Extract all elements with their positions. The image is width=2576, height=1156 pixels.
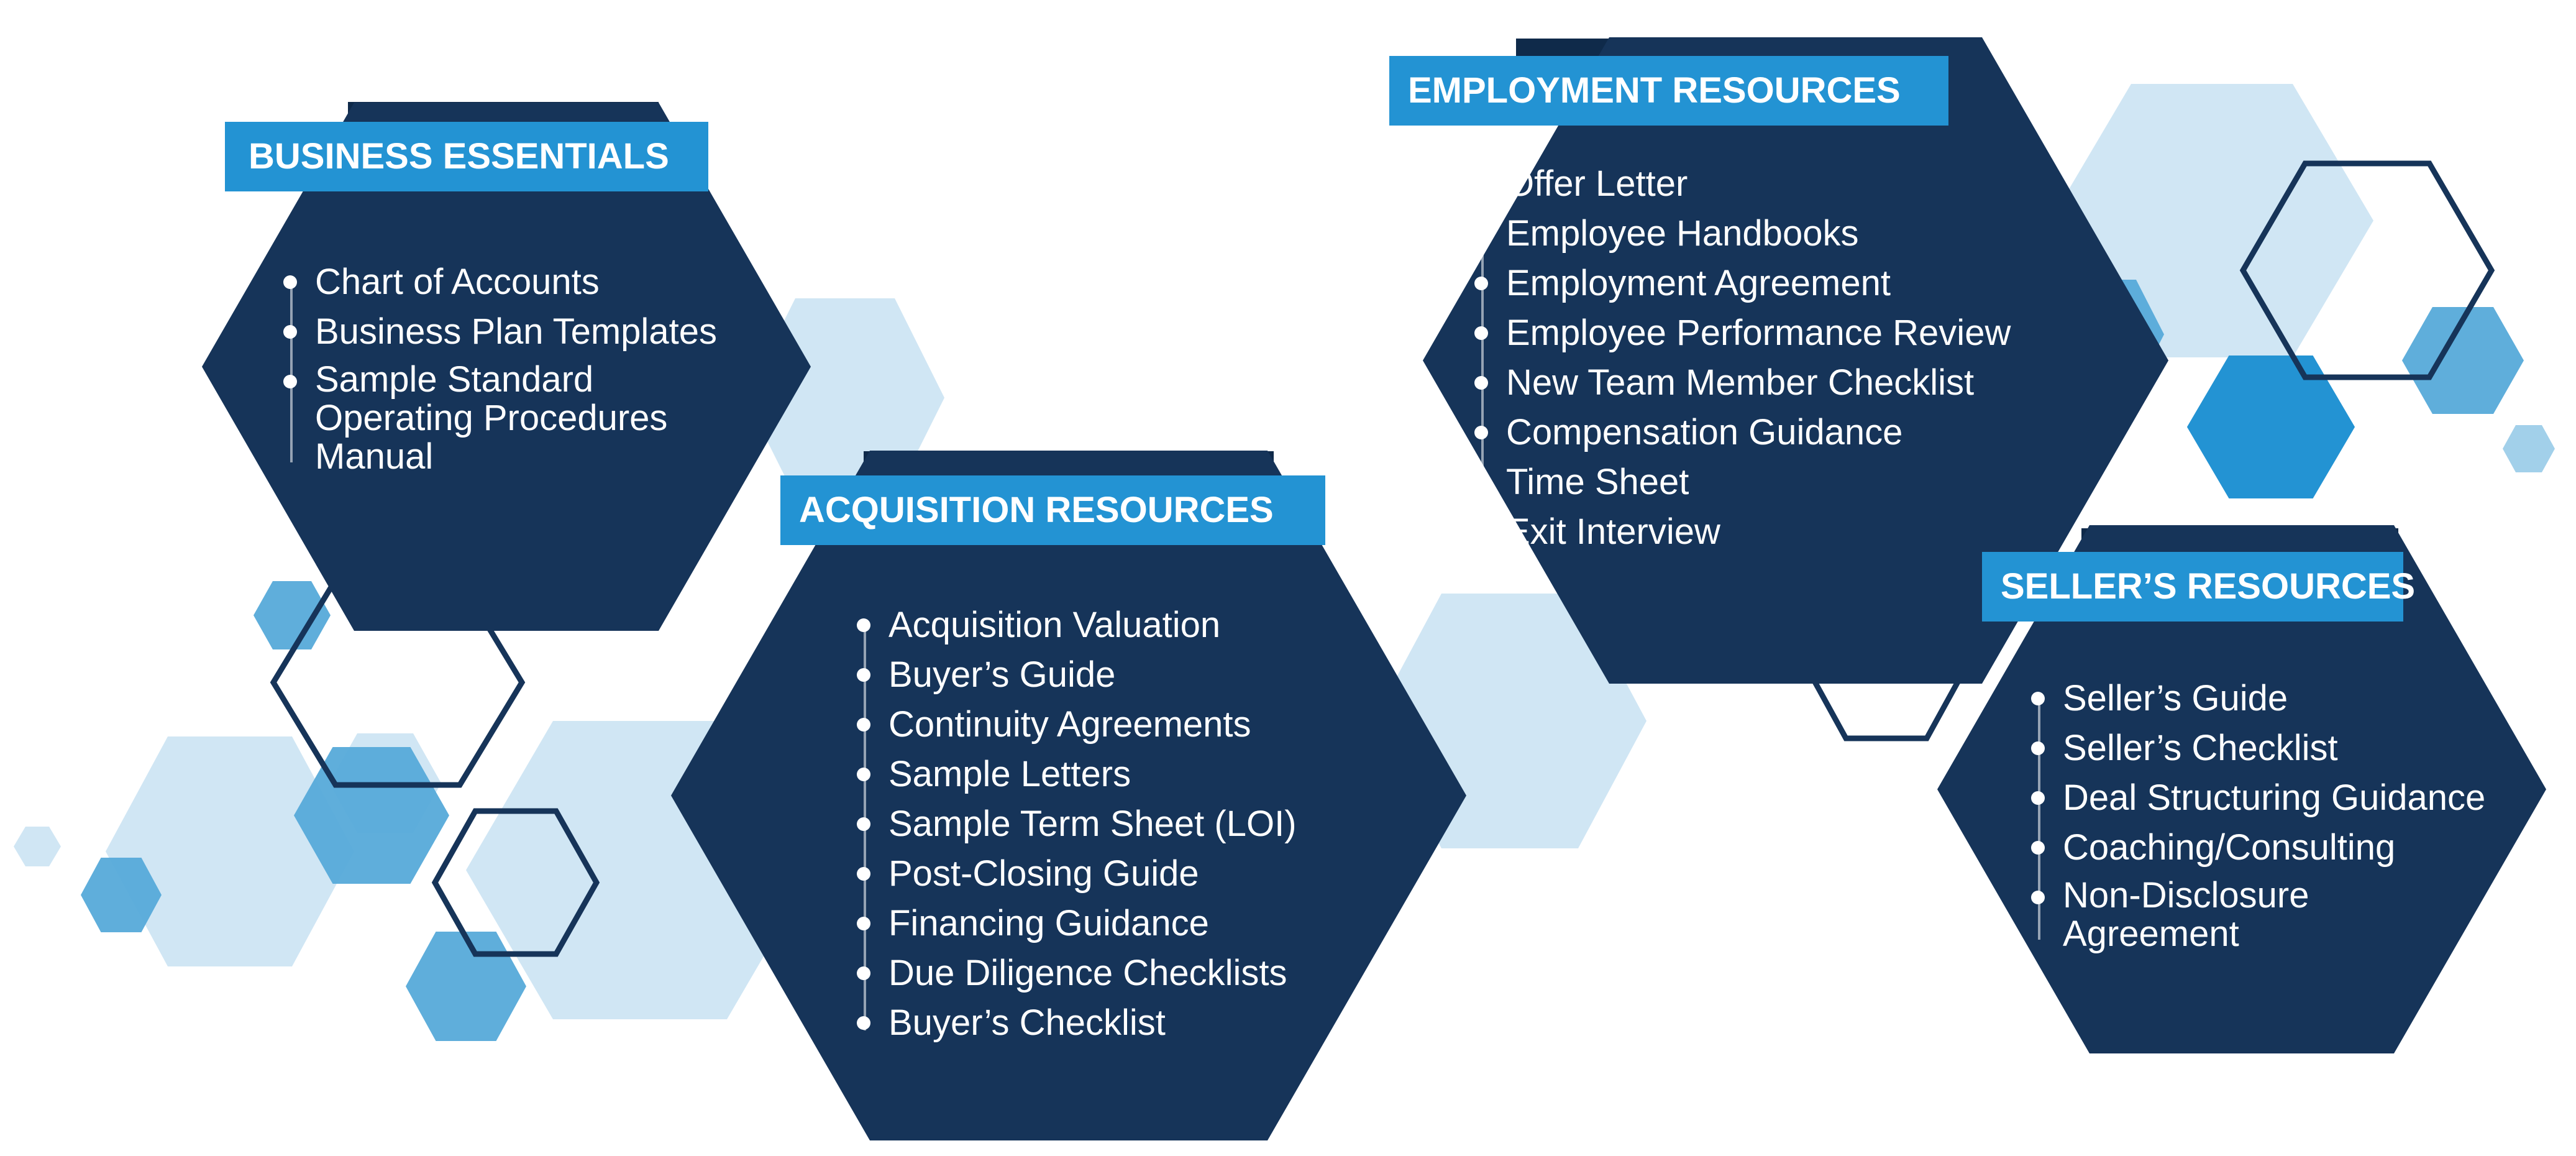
list-item: Due Diligence Checklists — [856, 952, 1391, 994]
list-item: Deal Structuring Guidance — [2030, 777, 2528, 819]
business-essentials-list: Chart of Accounts Business Plan Template… — [283, 261, 755, 484]
list-item: Continuity Agreements — [856, 704, 1391, 746]
blue-hexagon — [406, 932, 526, 1041]
blue-hexagon — [2187, 356, 2355, 498]
light-hexagon — [14, 827, 61, 866]
outline-hexagon — [2239, 160, 2495, 380]
list-item: New Team Member Checklist — [1474, 362, 2070, 404]
acquisition-resources-list: Acquisition Valuation Buyer’s Guide Cont… — [856, 604, 1391, 1052]
list-item: Non-Disclosure Agreement — [2030, 876, 2386, 953]
employment-resources-banner: EMPLOYMENT RESOURCES — [1389, 56, 1948, 126]
employment-resources-list: Offer Letter Employee Handbooks Employme… — [1474, 163, 2070, 561]
sellers-resources-title: SELLER’S RESOURCES — [2001, 566, 2416, 607]
employment-resources-title: EMPLOYMENT RESOURCES — [1408, 70, 1901, 111]
business-hexagon — [202, 103, 811, 631]
list-item: Buyer’s Checklist — [856, 1002, 1391, 1044]
list-item: Time Sheet — [1474, 461, 2070, 503]
list-item: Business Plan Templates — [283, 311, 755, 353]
list-item: Post-Closing Guide — [856, 853, 1391, 895]
light-hexagon — [2503, 425, 2555, 472]
blue-hexagon — [81, 858, 162, 932]
blue-hexagon — [2402, 307, 2524, 414]
list-item: Buyer’s Guide — [856, 654, 1391, 696]
list-item: Compensation Guidance — [1474, 411, 2070, 454]
acquisition-resources-title: ACQUISITION RESOURCES — [799, 490, 1274, 530]
list-item: Seller’s Checklist — [2030, 727, 2528, 769]
list-item: Sample Letters — [856, 753, 1391, 796]
list-item: Sample Standard Operating Procedures Man… — [283, 360, 700, 476]
business-essentials-banner: BUSINESS ESSENTIALS — [225, 122, 708, 191]
sellers-resources-banner: SELLER’S RESOURCES — [1982, 552, 2415, 622]
list-item: Sample Term Sheet (LOI) — [856, 803, 1391, 845]
employment-hexagon — [1423, 37, 2168, 684]
list-item: Employee Performance Review — [1474, 312, 2070, 354]
sellers-resources-list: Seller’s Guide Seller’s Checklist Deal S… — [2030, 677, 2528, 961]
list-item: Coaching/Consulting — [2030, 827, 2528, 869]
list-item: Seller’s Guide — [2030, 677, 2528, 720]
list-item: Acquisition Valuation — [856, 604, 1391, 646]
seller-hexagon — [1937, 525, 2546, 1053]
acquisition-resources-banner: ACQUISITION RESOURCES — [780, 475, 1325, 545]
list-item: Employee Handbooks — [1474, 213, 2070, 255]
business-essentials-title: BUSINESS ESSENTIALS — [249, 136, 669, 177]
list-item: Employment Agreement — [1474, 262, 2070, 305]
list-item: Chart of Accounts — [283, 261, 755, 303]
list-item: Offer Letter — [1474, 163, 2070, 205]
light-hexagon — [106, 736, 354, 966]
outline-hexagon — [431, 808, 600, 957]
list-item: Exit Interview — [1474, 511, 2070, 553]
list-item: Financing Guidance — [856, 902, 1391, 945]
blue-hexagon — [253, 581, 331, 649]
